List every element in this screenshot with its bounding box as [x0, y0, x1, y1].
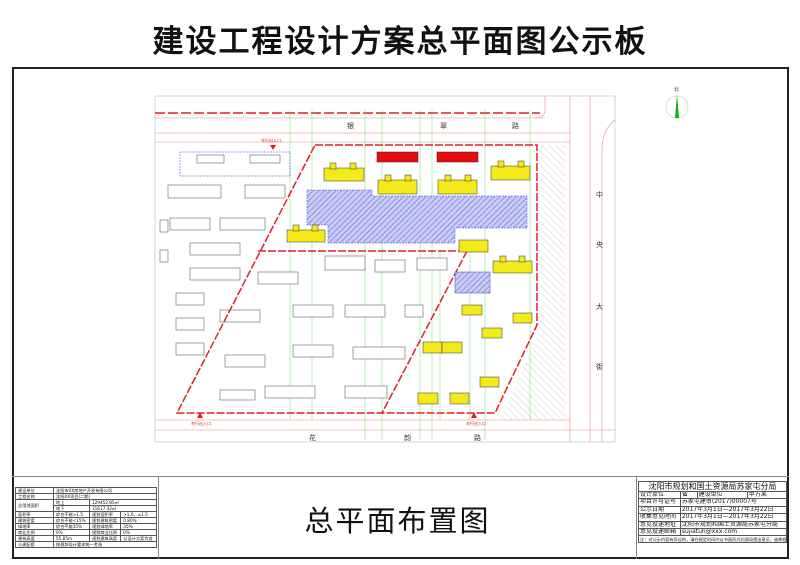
entrance-markers [197, 145, 477, 418]
cell: 意见投递邮箱 [638, 528, 681, 537]
cell: 建设单位 [696, 490, 748, 500]
entrance-label: 车行出入口 [261, 138, 281, 143]
cell: 总用地面积 [15, 499, 54, 512]
divider [158, 476, 159, 559]
cell: 综合不能<15% [53, 517, 90, 524]
road-label-right: 中 [596, 191, 603, 199]
cell: 项目许可证号 [638, 498, 681, 507]
approval-info-table: 沈阳市规划和国土资源局苏家屯分局 设计单位省建设单位甲方某 项目许可证号苏家屯建… [638, 481, 788, 544]
board-title: 建设工程设计方案总平面图公示板 [152, 24, 648, 60]
underground-area [454, 271, 491, 294]
cell: 意见投递地址 [638, 520, 681, 530]
site-boundary [175, 144, 538, 414]
underground-garage [306, 189, 528, 244]
road-label-right: 大 [596, 303, 603, 311]
drawing-frame [12, 67, 789, 559]
road-label-top: 路 [512, 122, 519, 130]
north-label: 北 [674, 87, 680, 93]
road-label-right: 街 [596, 363, 603, 371]
cell: 2017年3月1日—2017年3月22日 [679, 505, 788, 515]
authority-name: 沈阳市规划和国土资源局苏家屯分局 [638, 481, 787, 492]
cell: 以设计方案为准 [120, 535, 157, 542]
cell: 设计单位 [638, 490, 681, 500]
notice-note: 注：对公示内容有异议的，请在规定时间内以书面形式向我局提出意见，逾期视为无异议。 [638, 535, 787, 544]
commercial-buildings [376, 151, 479, 163]
road-label-bottom: 路 [474, 434, 481, 442]
road-label-top: 翠 [440, 122, 447, 130]
entrance-label: 车行出入口 [466, 421, 486, 426]
cell: 收集意见时间 [638, 513, 681, 522]
map-border [154, 95, 616, 443]
cell: 按规划设计要求统一考虑 [53, 541, 157, 548]
road-lines [155, 96, 616, 442]
green-belt [500, 145, 565, 420]
cell: 沈阳市规划和国土资源局苏家屯分局 [679, 520, 788, 530]
project-info-table: 建设单位沈阳市XX房地产开发有限公司 工程名称沈阳XX项目(二期) 总用地面积地… [15, 487, 158, 548]
new-residential-buildings [286, 160, 533, 405]
road-label-bottom: 花 [309, 434, 316, 442]
divider [636, 476, 637, 559]
existing-buildings [159, 154, 448, 401]
road-label-right: 央 [596, 241, 603, 249]
cell: 苏家屯建审(2017)00007号 [679, 498, 788, 507]
entrance-label: 车行出入口 [191, 421, 211, 426]
cell: 省 [679, 490, 698, 500]
drawing-title: 总平面布置图 [304, 504, 491, 538]
cell: 2017年3月1日—2017年3月22日 [679, 513, 788, 522]
cell: 公示日期 [638, 505, 681, 515]
cell: 甲方某 [746, 490, 788, 500]
cell: sujiatun@xxx.com [679, 528, 788, 537]
road-label-bottom: 韵 [404, 434, 411, 442]
cell: 规划建筑密度 [88, 517, 122, 524]
cell: 规划建筑高度 [88, 535, 122, 542]
outline-area [179, 151, 291, 177]
north-arrow-icon [665, 94, 689, 119]
cell: 规划商业比例 [88, 529, 122, 536]
title-strip-divider [12, 476, 789, 477]
cell: 公建配套 [15, 541, 54, 548]
road-label-top: 银 [347, 122, 354, 130]
